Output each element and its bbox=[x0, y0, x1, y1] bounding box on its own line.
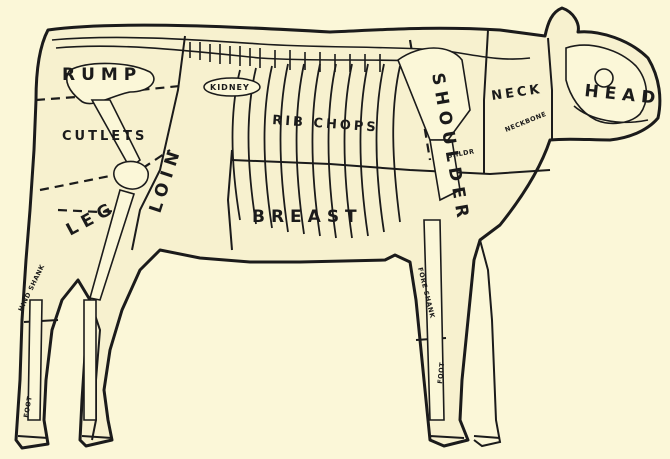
label-rump: RUMP bbox=[62, 65, 142, 85]
hip-joint-bone bbox=[114, 161, 148, 189]
label-kidney: KIDNEY bbox=[210, 83, 250, 92]
fore-hoof-2 bbox=[474, 436, 500, 438]
fore-leg-back-outline bbox=[474, 240, 500, 446]
label-cutlets: CUTLETS bbox=[62, 129, 147, 144]
hind-cannon-bone-2 bbox=[84, 300, 96, 420]
kidney-tag: KIDNEY bbox=[204, 78, 260, 96]
label-breast: BREAST bbox=[252, 207, 363, 227]
